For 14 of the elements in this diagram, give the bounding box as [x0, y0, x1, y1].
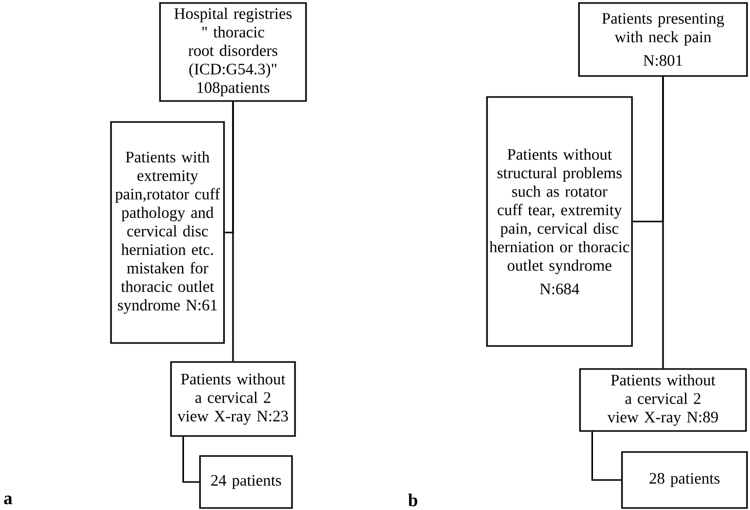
connector-line — [224, 102, 234, 234]
panel-label: b — [408, 494, 418, 506]
connector-line — [632, 76, 664, 222]
flow-box: Patients without a cervical 2 view X-ray N:23 — [170, 361, 296, 437]
flow-box: Patients with extremity pain,rotator cuff pathology and cervical disc herniation etc. mistaken for thoracic outlet syndrome N:61 — [110, 121, 225, 344]
connector-line — [182, 436, 200, 483]
connector-line — [591, 432, 622, 481]
flow-box: Patients without a cervical 2 view X-ray N:89 — [579, 368, 747, 432]
flow-box: 28 patients — [621, 451, 748, 509]
flow-box: 24 patients — [199, 455, 293, 509]
flow-box: Patients presenting with neck pain N:801 — [578, 2, 748, 77]
panel-label: a — [4, 496, 12, 504]
flow-box: Patients without structural problems such as rotator cuff tear, extremity pain, cervical disc herniation or thoracic outlet syndrome N:684 — [486, 96, 633, 347]
flow-box: Hospital registries " thoracic root disorders (ICD:G54.3)" 108patients — [159, 2, 307, 102]
